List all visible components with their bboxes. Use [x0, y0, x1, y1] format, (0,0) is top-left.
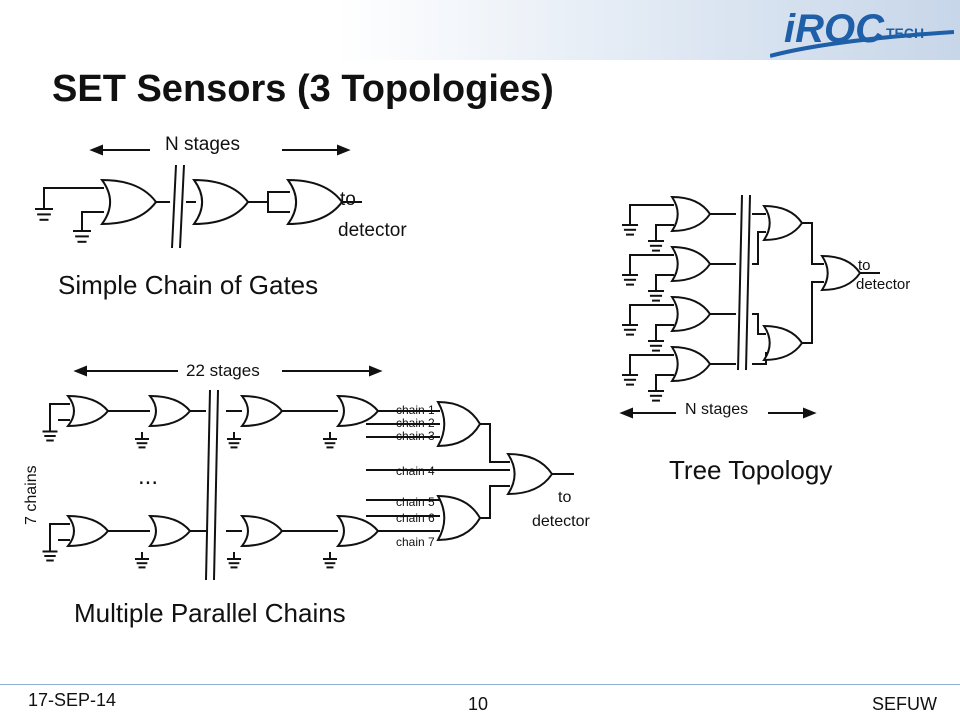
- page-number: 10: [468, 694, 489, 714]
- parallel-stages-label: 22 stages: [186, 361, 260, 380]
- topologies-diagram: N stages to detector to detector N stage…: [23, 134, 910, 581]
- or-gate: [192, 178, 250, 226]
- wire: [248, 191, 290, 203]
- or-gate: [147, 514, 192, 548]
- or-gate: [762, 204, 804, 242]
- input-wire: [655, 224, 674, 233]
- tree-output-to: to: [858, 257, 871, 274]
- page-title: SET Sensors (3 Topologies): [52, 68, 554, 110]
- input-wire: [49, 523, 70, 544]
- or-gate: [436, 400, 482, 448]
- or-gate: [762, 324, 804, 362]
- or-gate: [436, 494, 482, 542]
- or-gate: [239, 394, 284, 428]
- input-wire: [629, 254, 674, 267]
- tree-stages-label: N stages: [685, 401, 748, 418]
- or-gate: [335, 514, 380, 548]
- footer-event: SEFUW: [872, 694, 937, 714]
- wire: [802, 281, 824, 344]
- stages-arrow-left: [89, 144, 103, 156]
- wire: [752, 231, 766, 265]
- break-mark: [205, 389, 211, 581]
- stages-arrow-right: [337, 144, 351, 156]
- or-gate: [100, 178, 158, 226]
- stages-arrow-right: [803, 407, 817, 419]
- or-gate: [65, 514, 110, 548]
- stages-arrow-left: [73, 365, 87, 377]
- input-wire: [49, 403, 70, 424]
- input-wire: [81, 211, 104, 222]
- parallel-ellipsis: ...: [138, 463, 158, 490]
- logo-swoosh: [769, 30, 955, 58]
- wire: [480, 485, 510, 519]
- input-wire: [655, 374, 674, 383]
- footer-divider: [0, 684, 960, 685]
- tree-caption: Tree Topology: [669, 455, 833, 485]
- tree-diagram: to detector N stages: [619, 194, 910, 419]
- simple-chain-stages-label: N stages: [165, 134, 240, 155]
- break-mark: [171, 164, 177, 249]
- wire: [752, 313, 766, 335]
- break-mark: [737, 194, 743, 371]
- logo-graphic: iROC TECH: [769, 7, 955, 58]
- simple-chain-caption: Simple Chain of Gates: [58, 270, 319, 300]
- input-wire: [629, 354, 674, 367]
- parallel-output-detector: detector: [532, 513, 590, 530]
- footer-date: 17-SEP-14: [28, 690, 117, 710]
- parallel-chains-caption: Multiple Parallel Chains: [74, 598, 346, 628]
- or-gate: [670, 245, 712, 283]
- logo-main-text: iROC: [784, 7, 885, 51]
- or-gate: [147, 394, 192, 428]
- parallel-chains-diagram: 22 stages 7 chains ... to detector chain…: [23, 361, 590, 581]
- parallel-output-to: to: [558, 489, 571, 506]
- chain-label: chain 5: [396, 495, 435, 509]
- input-wire: [629, 304, 674, 317]
- chain-label: chain 6: [396, 511, 435, 525]
- stages-arrow-left: [619, 407, 633, 419]
- input-wire: [655, 274, 674, 283]
- input-wire: [43, 187, 104, 200]
- or-gate: [670, 295, 712, 333]
- chain-label: chain 7: [396, 535, 435, 549]
- or-gate: [820, 254, 862, 292]
- or-gate: [670, 195, 712, 233]
- iroc-tech-logo: iROC TECH: [769, 4, 955, 70]
- or-gate: [239, 514, 284, 548]
- break-mark: [213, 389, 219, 581]
- input-wire: [629, 204, 674, 217]
- tree-output-detector: detector: [856, 276, 910, 293]
- stages-arrow-right: [369, 365, 383, 377]
- simple-chain-output-detector: detector: [338, 220, 407, 241]
- simple-chain-diagram: N stages to detector: [35, 134, 407, 249]
- break-mark: [745, 194, 751, 371]
- or-gate: [65, 394, 110, 428]
- or-gate: [335, 394, 380, 428]
- or-gate: [506, 452, 554, 496]
- parallel-chains-count-label: 7 chains: [23, 465, 40, 525]
- wire: [802, 222, 824, 265]
- input-wire: [655, 324, 674, 333]
- wire: [267, 202, 290, 213]
- simple-chain-output-to: to: [340, 189, 356, 210]
- or-gate: [670, 345, 712, 383]
- break-mark: [179, 164, 185, 249]
- logo-sub-text: TECH: [886, 25, 924, 41]
- wire: [752, 352, 767, 365]
- wire: [480, 423, 510, 463]
- or-gate: [286, 178, 344, 226]
